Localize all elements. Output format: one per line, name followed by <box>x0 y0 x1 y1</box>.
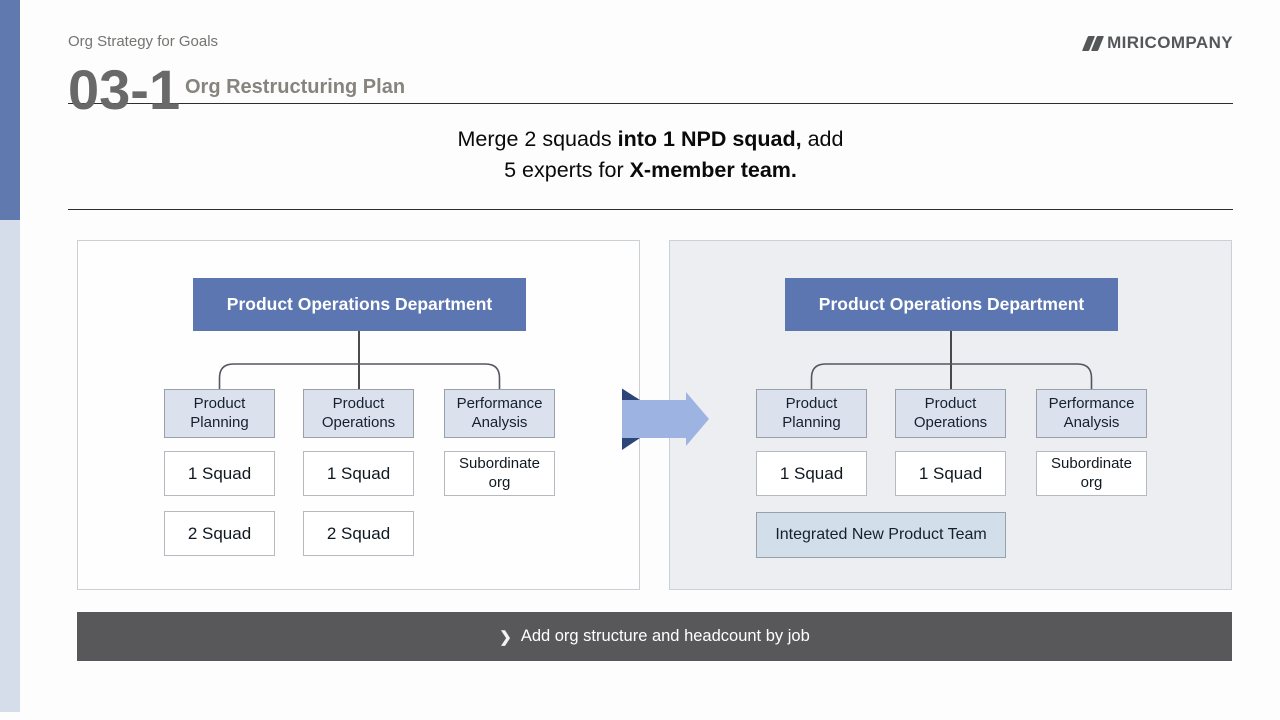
chevron-right-icon: ❯ <box>499 628 512 646</box>
logo-text: MIRICOMPANY <box>1107 33 1233 52</box>
dept-node: Product Operations <box>303 389 414 438</box>
company-logo: MIRICOMPANY <box>1082 32 1233 54</box>
slide-eyebrow: Org Strategy for Goals <box>68 33 219 50</box>
connector-lines <box>218 331 501 389</box>
left-accent-bar-bottom <box>0 220 20 712</box>
headline-text: Merge 2 squads <box>457 127 618 151</box>
root-node: Product Operations Department <box>785 278 1118 331</box>
dept-node: Performance Analysis <box>1036 389 1147 438</box>
logo-mark-icon <box>1082 35 1105 51</box>
dept-node: Product Planning <box>164 389 275 438</box>
dept-node: Product Planning <box>756 389 867 438</box>
squad-node: 1 Squad <box>756 451 867 496</box>
footer-note-bar: ❯ Add org structure and headcount by job <box>77 612 1232 661</box>
headline-text-bold: X-member team. <box>629 158 797 182</box>
dept-node: Performance Analysis <box>444 389 555 438</box>
squad-node: 2 Squad <box>164 511 275 556</box>
title-divider <box>68 103 1233 104</box>
footer-note-label: Add org structure and headcount by job <box>520 627 810 645</box>
squad-node: 1 Squad <box>164 451 275 496</box>
squad-node: 2 Squad <box>303 511 414 556</box>
headline-line-2: 5 experts for X-member team. <box>68 155 1233 186</box>
left-accent-bar-top <box>0 0 20 220</box>
headline-text-bold: into 1 NPD squad, <box>617 127 802 151</box>
subordinate-node: Subordinate org <box>444 451 555 496</box>
squad-node: 1 Squad <box>895 451 1006 496</box>
connector-lines <box>810 331 1093 389</box>
headline-line-1: Merge 2 squads into 1 NPD squad, add <box>68 124 1233 155</box>
subordinate-node: Subordinate org <box>1036 451 1147 496</box>
merged-team-node: Integrated New Product Team <box>756 512 1006 558</box>
headline-divider <box>68 209 1233 210</box>
headline-text: 5 experts for <box>504 158 630 182</box>
slide-headline: Merge 2 squads into 1 NPD squad, add 5 e… <box>68 124 1233 186</box>
root-node: Product Operations Department <box>193 278 526 331</box>
dept-node: Product Operations <box>895 389 1006 438</box>
section-number: 03-1 <box>68 58 181 121</box>
headline-text: add <box>801 127 844 151</box>
squad-node: 1 Squad <box>303 451 414 496</box>
transition-arrow-icon <box>622 388 709 450</box>
org-chart-after-panel: Product Operations Department Product Pl… <box>669 240 1232 590</box>
org-chart-before-panel: Product Operations Department Product Pl… <box>77 240 640 590</box>
page-title: Org Restructuring Plan <box>185 76 406 98</box>
